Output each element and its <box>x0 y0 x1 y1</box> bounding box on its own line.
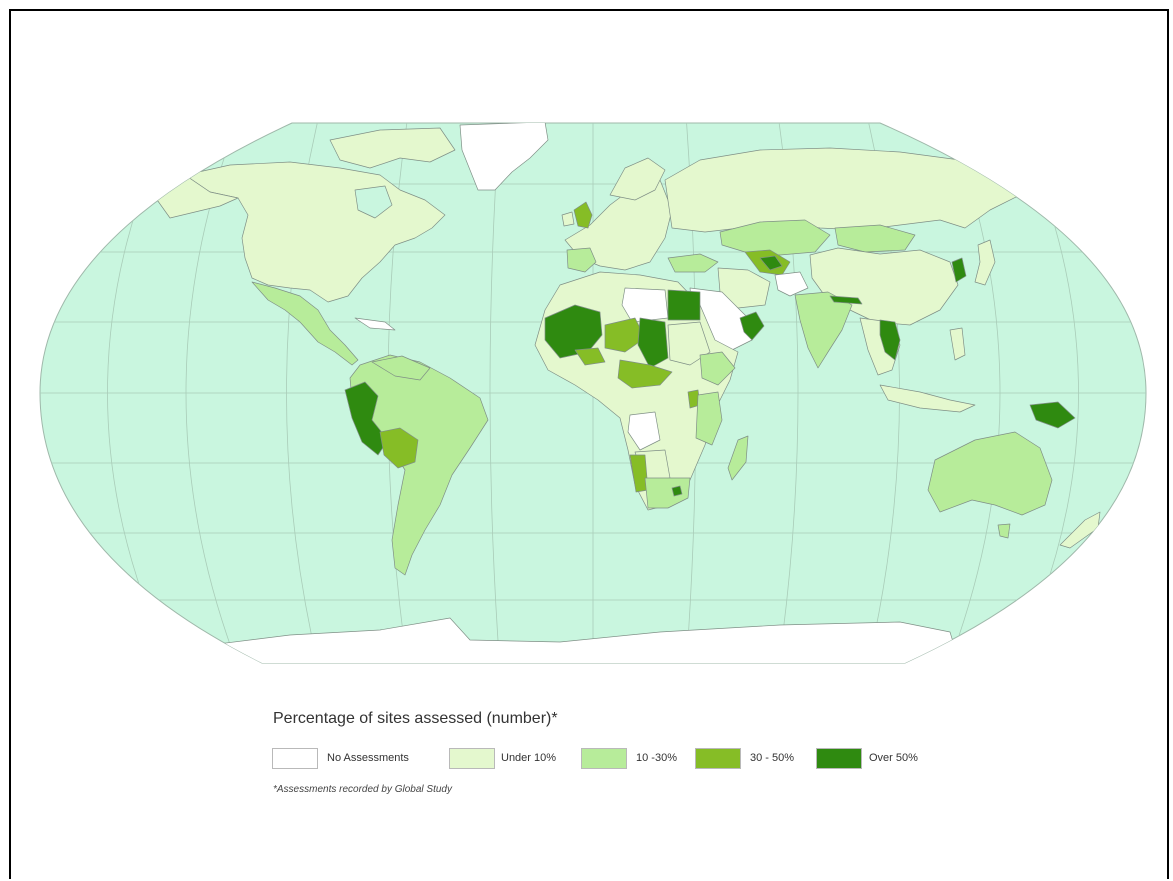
turkey <box>667 253 719 273</box>
legend-swatch <box>449 748 495 769</box>
greenland <box>459 123 549 191</box>
madagascar <box>727 435 749 481</box>
legend-swatch <box>695 748 741 769</box>
mexico-central-america <box>251 281 359 366</box>
legend-label: Over 50% <box>869 752 918 764</box>
mali <box>544 304 603 359</box>
lesotho <box>671 485 683 497</box>
bolivia <box>379 427 419 469</box>
kenya-tanzania <box>695 391 723 446</box>
cuba <box>354 317 396 331</box>
legend-title: Percentage of sites assessed (number)* <box>273 710 558 727</box>
nigeria-cameroon <box>617 359 673 389</box>
nepal <box>829 295 863 305</box>
chad <box>637 317 669 369</box>
venezuela <box>371 355 431 381</box>
hudson-bay <box>354 185 393 219</box>
niger <box>604 317 646 353</box>
tasmania <box>997 523 1011 539</box>
europe <box>564 179 673 271</box>
uk <box>573 201 593 229</box>
papua-new-guinea <box>1029 401 1076 429</box>
legend-swatch <box>581 748 627 769</box>
burkina-faso <box>574 347 606 366</box>
arctic-islands <box>329 127 456 169</box>
gabon-congo <box>627 411 661 451</box>
turkmenistan <box>759 255 783 271</box>
japan <box>974 239 996 286</box>
legend-label: 30 - 50% <box>750 752 795 764</box>
legend-label: Under 10% <box>501 752 557 764</box>
south-africa <box>644 477 691 509</box>
indonesia <box>879 384 976 413</box>
legend-swatch <box>272 748 318 769</box>
afghanistan <box>774 271 809 297</box>
graticule <box>40 123 1146 663</box>
ethiopia <box>699 351 736 386</box>
russia <box>664 147 1021 233</box>
ireland <box>561 211 575 227</box>
new-zealand <box>1059 511 1101 549</box>
oman <box>739 311 765 341</box>
mongolia <box>834 224 916 253</box>
legend-label: No Assessments <box>327 752 409 764</box>
legend-label: 10 -30% <box>636 752 677 764</box>
egypt <box>667 289 701 321</box>
vietnam-laos <box>879 319 901 361</box>
scandinavia <box>609 157 666 201</box>
legend-swatch <box>816 748 862 769</box>
kazakhstan <box>719 219 831 256</box>
libya <box>621 287 669 323</box>
korea <box>951 257 967 283</box>
legend-footnote: *Assessments recorded by Global Study <box>273 784 452 795</box>
iberia <box>566 247 597 273</box>
australia <box>927 431 1053 516</box>
antarctica <box>204 617 961 663</box>
philippines <box>949 327 966 361</box>
